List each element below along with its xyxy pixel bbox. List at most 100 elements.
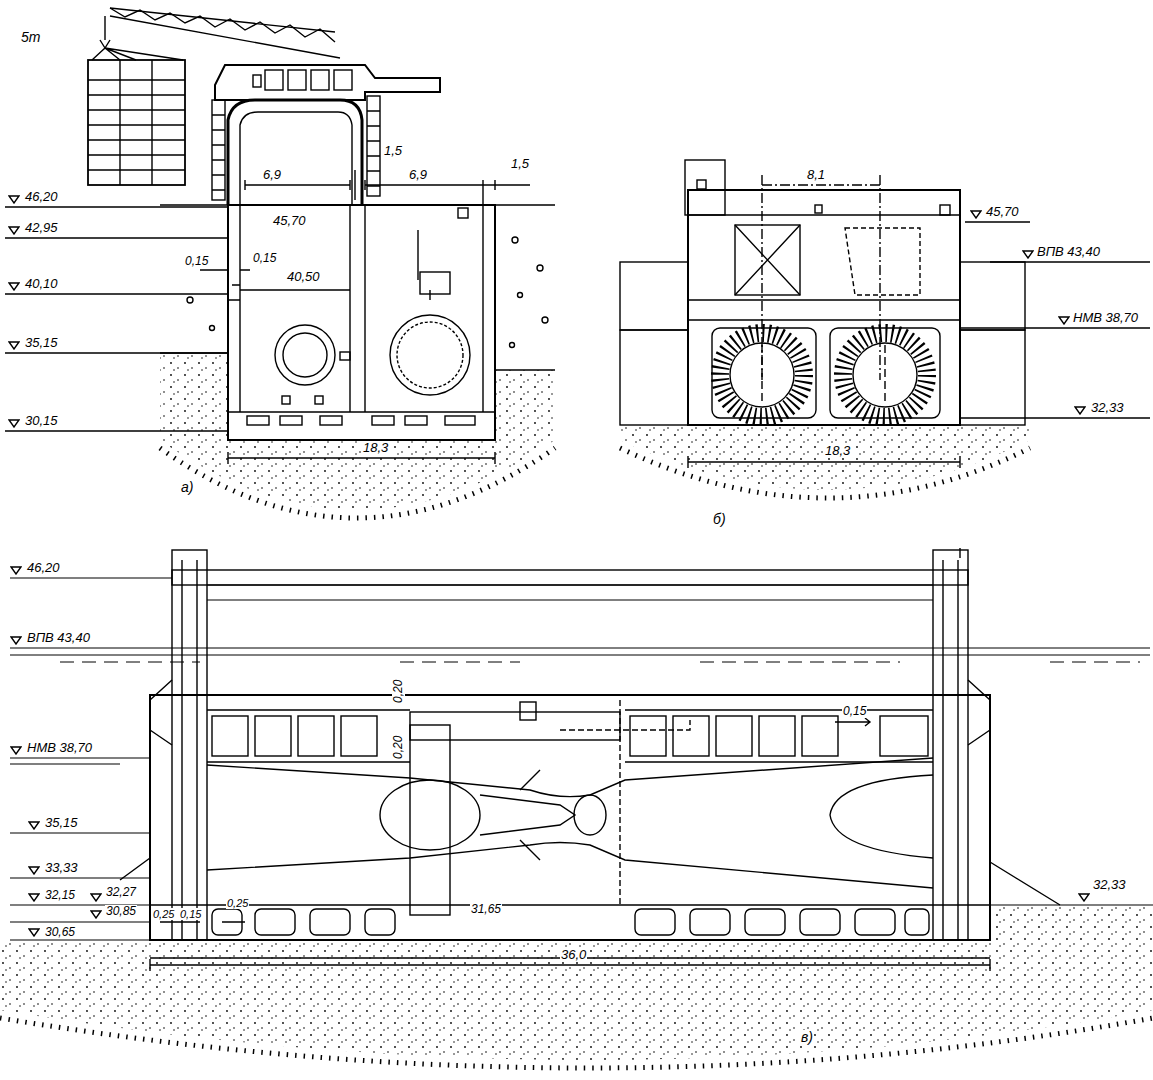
dimension-label: 6,9 xyxy=(408,168,428,182)
cross-section-a-part xyxy=(9,342,19,349)
cross-section-a-part xyxy=(420,272,450,294)
panel-label: б) xyxy=(712,512,727,527)
water-level: ВПВ 43,40 xyxy=(26,631,91,645)
longitudinal-section-v-part xyxy=(673,716,709,756)
elevation-mark: 30,15 xyxy=(24,414,59,428)
elevation-mark: 32,33 xyxy=(1090,401,1125,415)
longitudinal-section-v-part xyxy=(933,550,968,940)
cross-section-a-part xyxy=(315,396,323,404)
downstream-view-b-part xyxy=(1059,317,1069,324)
dimension-label: 8,1 xyxy=(806,168,826,182)
longitudinal-section-v-part xyxy=(11,567,21,574)
longitudinal-section-v-part xyxy=(341,716,377,756)
longitudinal-section-v-part xyxy=(150,695,990,940)
longitudinal-section-v-part xyxy=(520,770,540,860)
elevation-mark: 45,70 xyxy=(985,205,1020,219)
downstream-view-b-part xyxy=(940,205,950,215)
longitudinal-section-v-part xyxy=(574,795,606,835)
longitudinal-section-v-part xyxy=(91,911,101,918)
downstream-view-b-part xyxy=(685,160,725,215)
longitudinal-section-v-part xyxy=(120,548,1060,905)
longitudinal-section-v-part xyxy=(745,909,785,935)
longitudinal-section-v-part xyxy=(29,867,39,874)
dimension-label: 1,5 xyxy=(383,144,403,158)
cross-section-a-part xyxy=(512,237,518,243)
elevation-mark: 30,65 xyxy=(44,926,76,939)
elevation-mark: 42,95 xyxy=(24,221,59,235)
cross-section-a-part xyxy=(228,100,362,205)
longitudinal-section-v-part xyxy=(380,780,480,850)
dimension-label: 0,25 xyxy=(226,897,249,909)
downstream-view-b-part xyxy=(712,328,816,418)
cross-section-a-part xyxy=(240,112,352,205)
longitudinal-section-v-part xyxy=(802,716,838,756)
longitudinal-section-v-part xyxy=(520,702,536,720)
dimension-label: 36,0 xyxy=(560,948,587,962)
cross-section-a-part xyxy=(275,325,335,385)
dimension-label: 0,20 xyxy=(392,735,405,760)
cross-section-a-part xyxy=(283,333,327,377)
water-level: НМВ 38,70 xyxy=(26,741,93,755)
longitudinal-section-v-part xyxy=(905,909,929,935)
cross-section-a-part xyxy=(458,208,468,218)
dimension-label: 0,15 xyxy=(179,908,202,920)
longitudinal-section-v-part xyxy=(630,716,666,756)
downstream-view-b-part xyxy=(735,225,800,295)
longitudinal-section-v-part xyxy=(880,716,928,756)
elevation-mark: 46,20 xyxy=(26,561,61,575)
downstream-view-b-part xyxy=(620,425,1030,490)
longitudinal-section-v-part xyxy=(855,909,895,935)
downstream-view-b-part xyxy=(960,222,1150,418)
longitudinal-section-v-part xyxy=(207,843,933,889)
cross-section-a-part xyxy=(210,326,215,331)
downstream-view-b-part xyxy=(1075,407,1085,414)
cross-section-a-part xyxy=(320,416,342,425)
dimension-label: 0,15 xyxy=(252,252,277,265)
cross-section-a-part xyxy=(88,60,185,185)
longitudinal-section-v-part xyxy=(29,929,39,936)
cross-section-a-part xyxy=(355,170,362,200)
cross-section-a-part xyxy=(495,370,555,440)
downstream-view-b-part xyxy=(1023,251,1033,258)
longitudinal-section-v-part xyxy=(29,894,39,901)
longitudinal-section-v-part xyxy=(365,909,395,935)
cross-section-a-part xyxy=(200,269,250,270)
longitudinal-section-v-part xyxy=(255,716,291,756)
cross-section-a-part xyxy=(187,297,193,303)
longitudinal-section-v-part xyxy=(690,909,730,935)
cross-section-a-part xyxy=(253,75,261,87)
elevation-mark: 35,15 xyxy=(44,816,79,830)
dimension-label: 1,5 xyxy=(510,157,530,171)
longitudinal-section-v-part xyxy=(480,795,575,835)
longitudinal-section-v-part xyxy=(29,822,39,829)
cross-section-a-part xyxy=(405,416,427,425)
cross-section-a-part xyxy=(340,352,350,360)
elevation-mark: 32,27 xyxy=(105,886,137,899)
panel-label: а) xyxy=(180,480,194,495)
dimension-label: 18,3 xyxy=(362,441,389,455)
longitudinal-section-v-part xyxy=(60,662,1140,663)
cross-section-a-part xyxy=(518,293,523,298)
cross-section-a-part xyxy=(228,205,495,440)
longitudinal-section-v-part xyxy=(800,909,840,935)
downstream-view-b-part xyxy=(845,228,920,295)
longitudinal-section-v-part xyxy=(1079,894,1089,901)
longitudinal-section-v-part xyxy=(635,909,675,935)
downstream-view-b-part xyxy=(697,180,706,189)
cross-section-a-part xyxy=(9,227,19,234)
elevation-mark: 40,10 xyxy=(24,277,59,291)
dimension-label: 0,15 xyxy=(842,705,867,718)
downstream-view-b-part xyxy=(762,175,880,380)
longitudinal-section-v-part xyxy=(11,637,21,644)
downstream-view-b-part xyxy=(620,262,688,330)
downstream-view-b-part xyxy=(815,205,822,213)
downstream-view-b-part xyxy=(971,211,981,218)
cross-section-a-part xyxy=(88,60,185,185)
downstream-view-b-part xyxy=(620,330,688,425)
longitudinal-section-v-part xyxy=(160,921,245,922)
cross-section-a-part xyxy=(110,8,340,58)
cross-section-a-part xyxy=(372,416,394,425)
elevation-mark: 32,33 xyxy=(1092,878,1127,892)
elevation-mark: 33,33 xyxy=(44,861,79,875)
